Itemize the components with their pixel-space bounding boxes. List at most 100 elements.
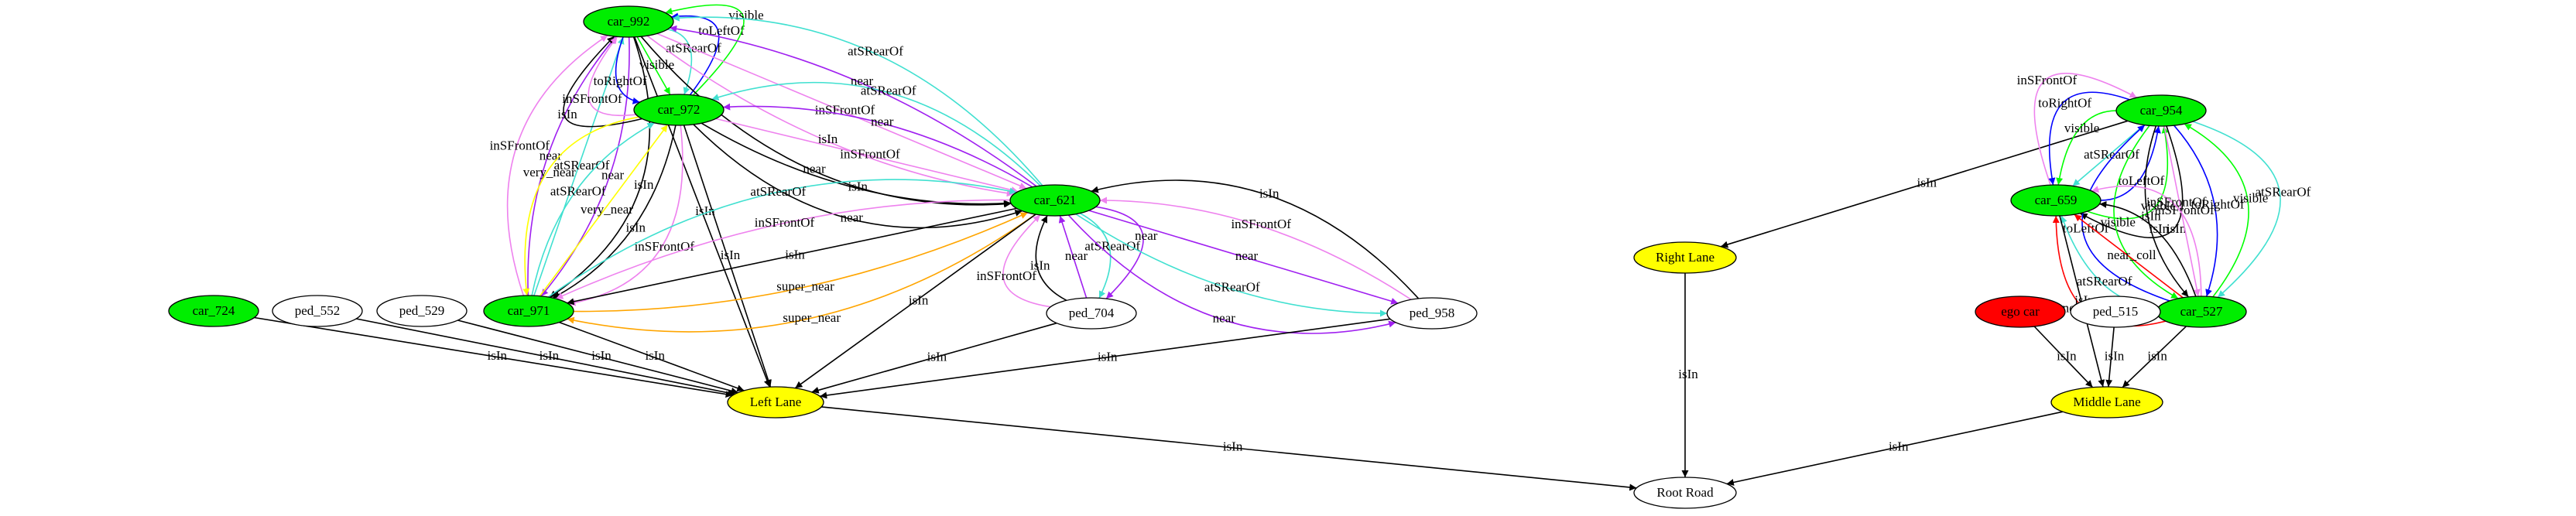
edge-label: isIn — [488, 348, 508, 363]
edge-car_954-car_527: toRightOf — [2174, 125, 2245, 297]
edge-line — [573, 212, 1029, 313]
node-shape — [727, 386, 824, 419]
edge-car_954-right_lane: isIn — [1720, 120, 2129, 248]
edge-car_954-car_527: atSRearOf — [2192, 121, 2311, 298]
edge-line — [1088, 210, 1399, 305]
edge-line — [2056, 110, 2117, 186]
edge-line — [2184, 123, 2249, 298]
node-ped-958: ped_958 — [1386, 297, 1478, 330]
edge-line — [2192, 121, 2281, 298]
edge-line — [1035, 215, 1067, 302]
node-label: Root Road — [1656, 485, 1714, 500]
edge-label: isIn — [1098, 349, 1118, 364]
edge-line — [2072, 124, 2145, 187]
edge-line — [549, 36, 651, 298]
edge-car_972-car_621: inSFrontOf — [715, 118, 1019, 193]
edge-label: atSRearOf — [2084, 147, 2139, 162]
edge-line — [615, 36, 640, 104]
edge-label: atSRearOf — [550, 183, 606, 198]
edge-label: near — [1065, 248, 1088, 263]
edge-label: super_near — [776, 279, 834, 294]
edge-line — [2105, 326, 2115, 388]
edge-ped_958-car_621: inSFrontOf — [1099, 196, 1412, 300]
edge-label: inSFrontOf — [2154, 203, 2215, 217]
node-ped-515: ped_515 — [2070, 296, 2161, 328]
edge-car_621-ped_958: near — [1067, 214, 1396, 334]
edge-line — [636, 36, 671, 95]
node-ped-704: ped_704 — [1046, 297, 1137, 330]
node-label: ped_958 — [1410, 306, 1455, 320]
edge-car_954-car_659: toRightOf — [2038, 91, 2130, 186]
edge-car_972-car_992: inSFrontOf — [562, 36, 636, 116]
edge-car_972-car_971: isIn — [553, 125, 677, 299]
node-shape — [1633, 477, 1737, 509]
edge-line — [794, 214, 1036, 389]
edge-label: near — [871, 114, 894, 128]
node-car-992: car_992 — [583, 5, 674, 38]
node-car-724: car_724 — [168, 295, 259, 327]
edge-line — [533, 36, 625, 296]
node-shape — [2050, 386, 2163, 419]
edge-label: toLeftOf — [2119, 173, 2165, 188]
edge-label: visible — [2064, 121, 2099, 135]
edge-car_992-car_621: near — [640, 36, 1012, 208]
edge-car_972-left_lane: isIn — [683, 125, 772, 388]
edge-label: atSRearOf — [1204, 280, 1260, 295]
edge-label: isIn — [1223, 439, 1243, 453]
edge-car_971-car_992: inSFrontOf — [490, 35, 608, 296]
edge-line — [539, 124, 669, 297]
edge-line — [693, 124, 1023, 229]
node-shape — [272, 295, 363, 327]
edge-ped_515-middle_lane: isIn — [2105, 326, 2125, 388]
edge-car_621-car_972: atSRearOf — [711, 81, 1041, 186]
edge-car_954-car_659: visible — [2056, 110, 2117, 186]
node-shape — [1009, 184, 1101, 217]
edge-line — [506, 35, 608, 296]
edge-label: isIn — [634, 177, 654, 192]
edge-label: isIn — [1917, 176, 1937, 190]
node-right-lane: Right Lane — [1633, 241, 1737, 274]
edge-car_621-car_971: inSFrontOf — [555, 199, 1011, 299]
edge-label: inSFrontOf — [562, 91, 622, 106]
node-shape — [633, 94, 724, 126]
edge-line — [527, 36, 617, 296]
edge-line — [2081, 125, 2170, 302]
node-label: car_971 — [508, 303, 550, 318]
edge-car_621-car_992: near — [670, 25, 1037, 187]
edge-car_954-car_527: visible — [2101, 125, 2179, 299]
edge-line — [2122, 326, 2187, 388]
edge-line — [2074, 214, 2184, 299]
edge-car_971-left_lane: isIn — [559, 321, 745, 392]
edge-car_527-car_659: near_coll — [2074, 214, 2184, 299]
edge-car_972-car_621: near — [693, 124, 1023, 229]
edge-car_621-car_971: isIn — [567, 207, 1017, 306]
edge-label: atSRearOf — [861, 83, 916, 97]
node-shape — [1386, 297, 1478, 330]
node-label: car_527 — [2180, 304, 2223, 319]
edge-line — [2174, 125, 2218, 297]
edge-car_971-car_972: atSRearOf — [531, 122, 655, 296]
edge-label: isIn — [1030, 258, 1050, 272]
edge-car_659-car_954: inSFrontOf — [2017, 73, 2137, 186]
node-ego-car: ego car — [1975, 296, 2066, 328]
node-shape — [2010, 184, 2102, 217]
edge-label: atSRearOf — [666, 41, 721, 56]
node-car-527: car_527 — [2156, 296, 2247, 328]
edge-ped_958-car_621: isIn — [1091, 179, 1420, 299]
edge-label: isIn — [818, 132, 838, 146]
edge-car_621-ped_704: atSRearOf — [1079, 212, 1140, 299]
edge-label: near — [601, 168, 625, 183]
edge-line — [2099, 200, 2197, 297]
edge-label: near — [803, 161, 826, 176]
edge-car_972-car_971: very_near — [522, 116, 639, 296]
edge-label: isIn — [591, 348, 611, 363]
edge-label: toRightOf — [2191, 196, 2245, 211]
edge-label: inSFrontOf — [840, 146, 900, 161]
edge-line — [1058, 215, 1088, 299]
edge-label: inSFrontOf — [635, 239, 695, 254]
edge-line — [356, 318, 735, 397]
edge-label: isIn — [645, 348, 665, 363]
edge-line — [254, 316, 733, 398]
edge-line — [540, 36, 630, 297]
